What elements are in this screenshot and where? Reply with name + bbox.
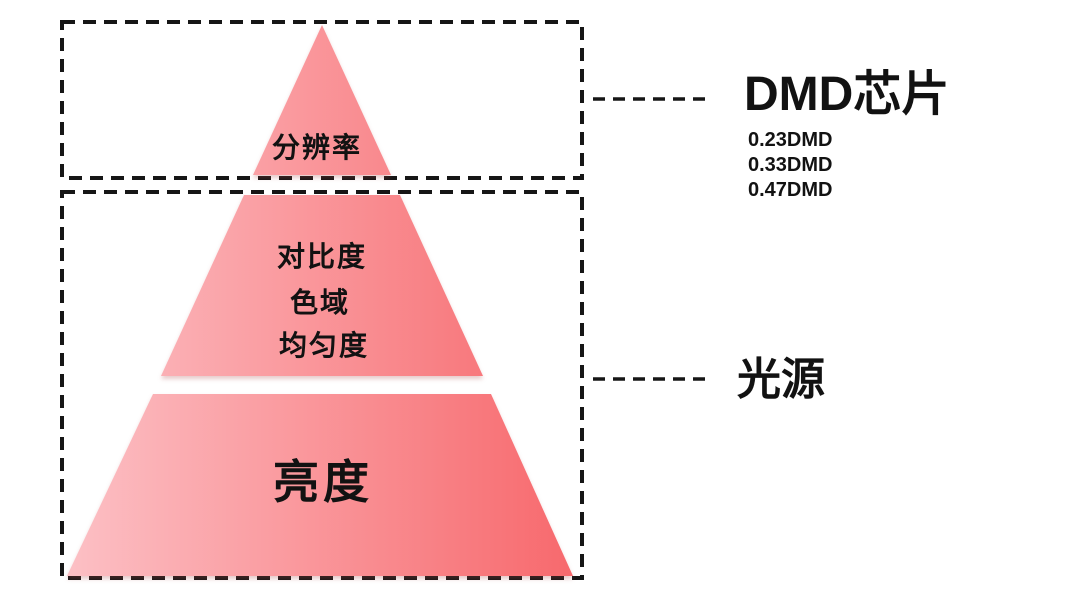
dmd-chip-list: 0.23DMD 0.33DMD 0.47DMD xyxy=(748,128,832,203)
dmd-chip-item-033: 0.33DMD xyxy=(748,154,833,176)
dmd-chip-item-023: 0.23DMD xyxy=(748,129,833,151)
tier-bottom-label: 亮度 xyxy=(273,456,373,508)
dmd-chip-item-047: 0.47DMD xyxy=(748,179,833,201)
tier-middle-label-contrast: 对比度 xyxy=(276,241,368,272)
light-source-title: 光源 xyxy=(737,355,825,404)
tier-top-label: 分辨率 xyxy=(271,132,363,163)
dmd-region-dashed-box xyxy=(60,20,584,180)
pyramid-tier-middle-shape xyxy=(161,195,483,376)
pyramid-tier-bottom-shape xyxy=(67,394,573,576)
tier-middle-label-uniformity: 均匀度 xyxy=(278,330,370,361)
dmd-chip-title: DMD芯片 xyxy=(744,68,950,121)
light-region-dashed-box xyxy=(60,190,584,580)
tier-middle-label-gamut: 色域 xyxy=(289,287,351,318)
pyramid-tier-top-shape xyxy=(253,25,391,175)
